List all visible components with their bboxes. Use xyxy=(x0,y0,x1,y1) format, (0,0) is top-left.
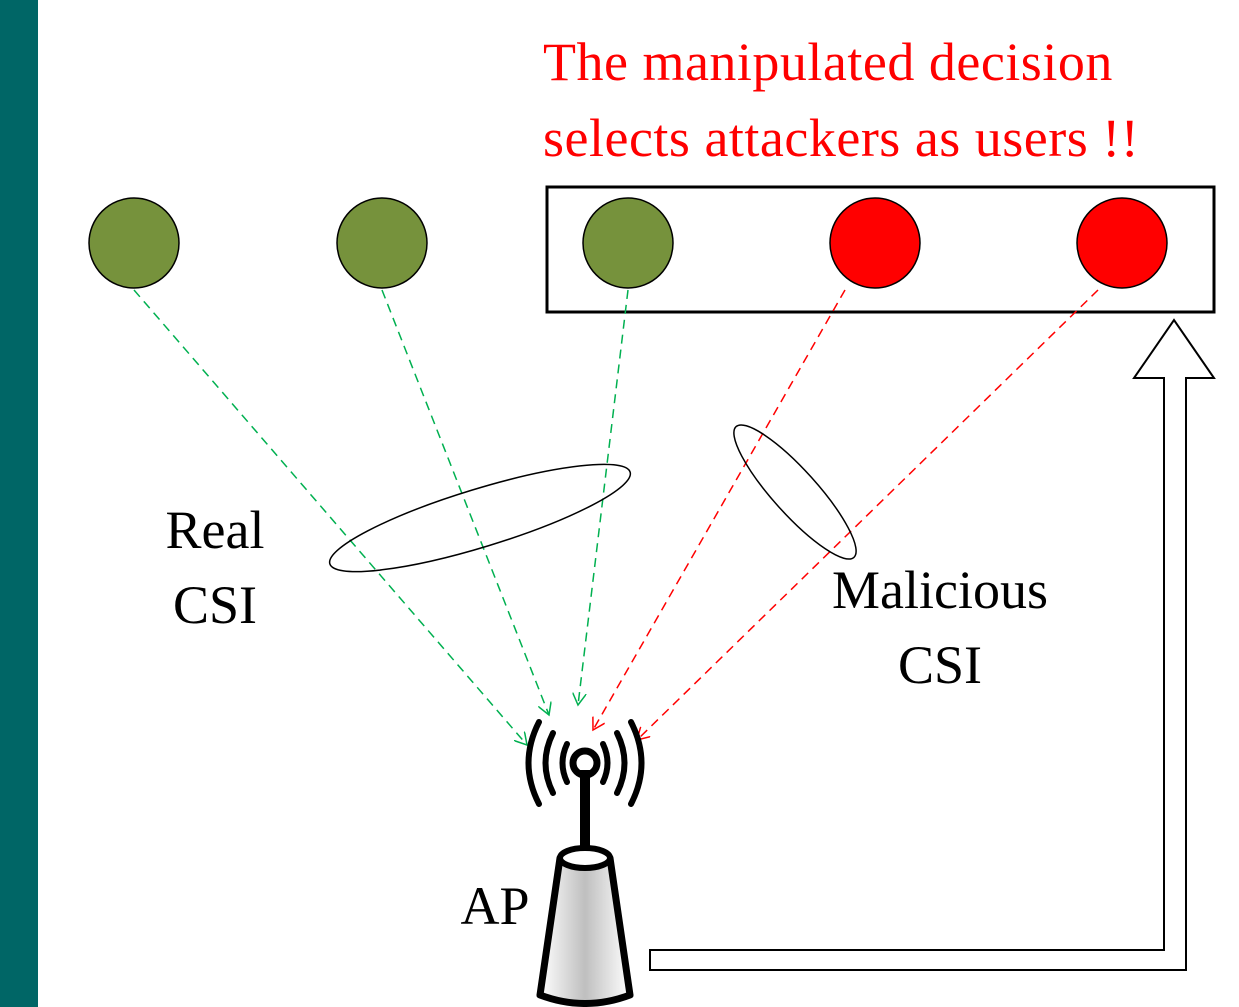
legitimate-user-node xyxy=(582,197,674,289)
nodes xyxy=(88,197,1168,289)
malicious-csi-label-line-2: CSI xyxy=(897,635,983,695)
real-csi-link-2 xyxy=(381,289,549,715)
malicious-csi-ellipse xyxy=(733,424,857,560)
malicious-csi-label-line-1: Malicious xyxy=(832,560,1048,620)
access-point-icon xyxy=(536,770,634,1007)
caption-line-1: The manipulated decision xyxy=(543,32,1113,92)
real-csi-ellipse xyxy=(328,463,632,573)
malicious-csi-link-1 xyxy=(593,289,846,730)
legitimate-user-node xyxy=(88,197,180,289)
selected-users-box xyxy=(545,185,1216,314)
attacker-node xyxy=(829,197,921,289)
caption-line-2: selects attackers as users !! xyxy=(543,108,1140,168)
malicious-csi-link-2 xyxy=(637,289,1099,740)
real-csi-link-1 xyxy=(133,289,527,745)
real-csi-label-line-2: CSI xyxy=(172,575,258,635)
ap-label: AP xyxy=(460,876,530,936)
feedback-arrow-icon xyxy=(649,318,1216,971)
attacker-node xyxy=(1076,197,1168,289)
side-accent-bar xyxy=(0,0,38,1007)
legitimate-user-node xyxy=(336,197,428,289)
real-csi-label-line-1: Real xyxy=(165,500,265,560)
real-csi-link-3 xyxy=(578,289,629,705)
